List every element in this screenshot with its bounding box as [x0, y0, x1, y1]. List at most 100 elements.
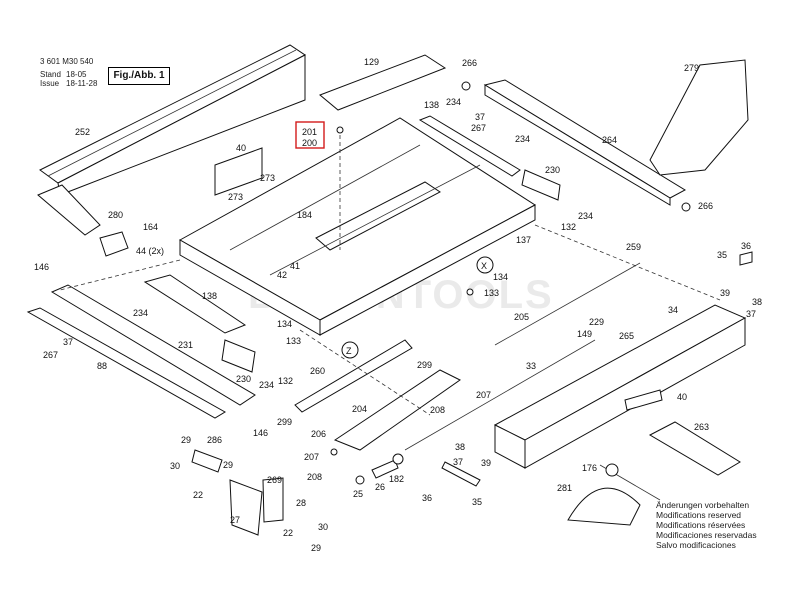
bracket-269: [262, 477, 284, 523]
callout-34: 34: [668, 305, 678, 315]
note-fr: Modifications réservées: [656, 520, 746, 530]
callout-39b: 39: [481, 458, 491, 468]
callout-X: X: [481, 261, 487, 271]
washer-25: [355, 475, 365, 485]
assembly-line: [534, 224, 721, 301]
part-230-right: [521, 169, 561, 201]
callout-266a: 266: [462, 58, 477, 68]
callout-207b: 207: [304, 452, 319, 462]
lever-27: [229, 479, 263, 536]
callout-206: 206: [311, 429, 326, 439]
rail-138: [143, 274, 247, 334]
bracket-204: [333, 369, 461, 451]
callout-176: 176: [582, 463, 597, 473]
ref-circle-z: [341, 341, 359, 359]
callout-22b: 22: [283, 528, 293, 538]
callout-234a: 234: [446, 97, 461, 107]
callout-35b: 35: [472, 497, 482, 507]
plate-35: [739, 251, 753, 266]
callout-208a: 208: [430, 405, 445, 415]
note-pt: Salvo modificaciones: [656, 540, 736, 550]
callout-281: 281: [557, 483, 572, 493]
fence-rail-252: [37, 44, 306, 257]
note-es: Modificaciones reservadas: [656, 530, 757, 540]
clamp-286: [191, 449, 223, 473]
stand-date: 18-05: [66, 70, 87, 79]
callout-129: 129: [364, 57, 379, 67]
callout-37c: 37: [63, 337, 73, 347]
highlight-box: [295, 121, 325, 149]
callout-230a: 230: [545, 165, 560, 175]
rail-231: [50, 284, 256, 406]
callout-37a: 37: [475, 112, 485, 122]
callout-234c: 234: [578, 211, 593, 221]
callout-273b: 273: [228, 192, 243, 202]
callout-134a: 134: [493, 272, 508, 282]
label-40: [624, 389, 663, 411]
callout-299b: 299: [277, 417, 292, 427]
callout-149: 149: [577, 329, 592, 339]
clip-266-b: [681, 202, 691, 212]
clip-266: [461, 81, 471, 91]
callout-231: 231: [178, 340, 193, 350]
assembly-line: [299, 329, 431, 416]
callout-27: 27: [230, 515, 240, 525]
callout-267a: 267: [471, 123, 486, 133]
callout-269: 269: [267, 475, 282, 485]
callout-264: 264: [602, 135, 617, 145]
callout-40b: 40: [677, 392, 687, 402]
callout-88: 88: [97, 361, 107, 371]
callout-259: 259: [626, 242, 641, 252]
extension-plate-129: [319, 54, 447, 111]
callout-134b: 134: [277, 319, 292, 329]
knob-182: [392, 453, 404, 465]
callout-230b: 230: [236, 374, 251, 384]
callout-Z: Z: [346, 346, 352, 356]
callout-267b: 267: [43, 350, 58, 360]
part-230: [221, 339, 256, 373]
callout-208b: 208: [307, 472, 322, 482]
callout-29a: 29: [181, 435, 191, 445]
rail-138-right: [418, 115, 521, 177]
callout-252: 252: [75, 127, 90, 137]
callout-35a: 35: [717, 250, 727, 260]
callout-164: 164: [143, 222, 158, 232]
callout-30b: 30: [318, 522, 328, 532]
rail-263: [648, 421, 741, 476]
callout-42: 42: [277, 270, 287, 280]
callout-38a: 38: [752, 297, 762, 307]
callout-266b: 266: [698, 201, 713, 211]
base-34: [493, 304, 747, 469]
callout-39: 39: [720, 288, 730, 298]
callout-184: 184: [297, 210, 312, 220]
callout-146b: 146: [253, 428, 268, 438]
callout-29c: 29: [311, 543, 321, 553]
callout-263: 263: [694, 422, 709, 432]
callout-26: 26: [375, 482, 385, 492]
rod-33: [404, 339, 596, 451]
screw-133: [466, 288, 474, 296]
issue-date: 18-11-28: [66, 79, 98, 88]
callout-30a: 30: [170, 461, 180, 471]
callout-22a: 22: [193, 490, 203, 500]
callout-41: 41: [290, 261, 300, 271]
figure-label: Fig./Abb. 1: [108, 67, 170, 85]
callout-280: 280: [108, 210, 123, 220]
callout-137: 137: [516, 235, 531, 245]
note-en: Modifications reserved: [656, 510, 742, 520]
callout-40a: 40: [236, 143, 246, 153]
callout-33: 33: [526, 361, 536, 371]
callout-286: 286: [207, 435, 222, 445]
callout-234b: 234: [515, 134, 530, 144]
table-top-137: [178, 117, 536, 336]
callout-25: 25: [353, 489, 363, 499]
fence-rail-264: [483, 79, 687, 206]
plate-38: [441, 461, 481, 487]
strip-88: [26, 307, 226, 419]
note-de: Änderungen vorbehalten: [656, 500, 750, 510]
callout-207a: 207: [476, 390, 491, 400]
callout-29b: 29: [223, 460, 233, 470]
callout-146a: 146: [34, 262, 49, 272]
